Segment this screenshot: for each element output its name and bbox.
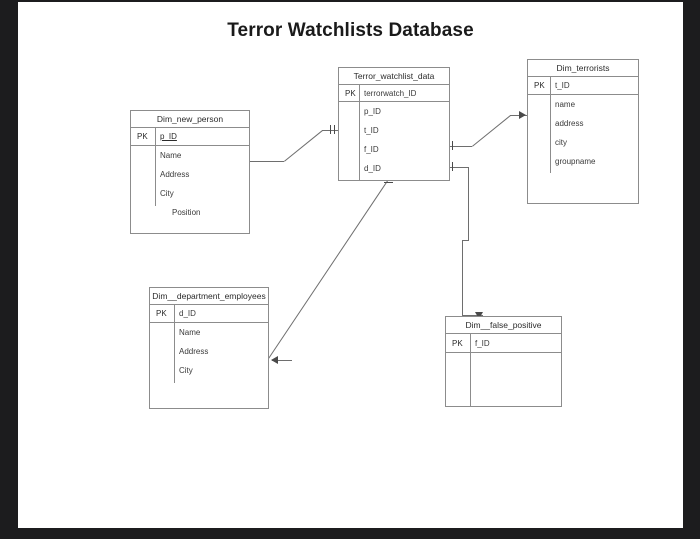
entity-title-dim-false-positive: Dim__false_positive	[446, 317, 561, 334]
table-row: PK terrorwatch_ID	[339, 85, 449, 102]
crowfoot-terrorists-side	[519, 111, 526, 119]
pk-column-divider	[174, 305, 175, 323]
pk-label: PK	[156, 309, 167, 318]
connector-watchlist-to-falsepositive-entry	[462, 315, 483, 316]
attribute-name: city	[555, 138, 567, 147]
connector-watchlist-to-falsepositive-drop1	[468, 167, 469, 240]
connector-watchlist-to-falsepositive-jog	[462, 240, 469, 241]
table-row: PK f_ID	[446, 334, 561, 353]
connector-person-to-watchlist-horizontal	[239, 161, 284, 162]
entity-dim-department-employees[interactable]: Dim__department_employees PK d_ID Name A…	[149, 287, 269, 409]
pk-column-divider	[550, 77, 551, 95]
connector-watchlist-to-falsepositive-exit	[448, 167, 469, 168]
table-row: Name	[131, 146, 249, 165]
attribute-column-divider	[470, 353, 471, 406]
table-row: city	[528, 133, 638, 152]
diagram-page: Terror Watchlists Database Terror_watchl…	[18, 2, 683, 528]
entity-title-dim-new-person: Dim_new_person	[131, 111, 249, 128]
attribute-name: terrorwatch_ID	[364, 88, 417, 98]
attribute-name: p_ID	[364, 107, 381, 116]
table-row: City	[131, 184, 249, 203]
entity-terror-watchlist-data[interactable]: Terror_watchlist_data PK terrorwatch_ID …	[338, 67, 450, 181]
connector-watchlist-to-terrorists-diagonal	[472, 115, 511, 147]
attribute-name: p_ID	[160, 132, 177, 141]
table-row: p_ID	[339, 102, 449, 121]
entity-title-dim-department-employees: Dim__department_employees	[150, 288, 268, 305]
attribute-name: groupname	[555, 157, 596, 166]
attribute-name: address	[555, 119, 584, 128]
table-row: PK p_ID	[131, 128, 249, 146]
page-title: Terror Watchlists Database	[227, 20, 474, 41]
entity-dim-new-person[interactable]: Dim_new_person PK p_ID Name Address City	[130, 110, 250, 234]
pk-label: PK	[345, 88, 356, 98]
table-row: t_ID	[339, 121, 449, 140]
attribute-column-divider	[359, 102, 360, 180]
pk-label: PK	[137, 132, 148, 141]
attribute-name: City	[179, 366, 193, 375]
entity-dim-terrorists[interactable]: Dim_terrorists PK t_ID name address city	[527, 59, 639, 204]
entity-title-dim-terrorists: Dim_terrorists	[528, 60, 638, 77]
pk-label: PK	[534, 81, 545, 90]
attribute-name: t_ID	[364, 126, 379, 135]
attribute-column-divider	[550, 95, 551, 173]
table-row: groupname	[528, 152, 638, 171]
attribute-name: Address	[179, 347, 209, 356]
attribute-name: name	[555, 100, 576, 109]
table-row: d_ID	[339, 159, 449, 178]
pk-column-divider	[359, 85, 360, 102]
entity-body-dim-department-employees: PK d_ID Name Address City	[150, 305, 268, 383]
attribute-column-divider	[174, 323, 175, 383]
connector-watchlist-to-department-entry	[272, 360, 292, 361]
table-row: Name	[150, 323, 268, 342]
table-row: PK t_ID	[528, 77, 638, 95]
table-row: address	[528, 114, 638, 133]
connector-watchlist-to-falsepositive-drop2	[462, 240, 463, 315]
attribute-name: f_ID	[364, 145, 379, 154]
attribute-name: Name	[160, 151, 182, 160]
entity-body-terror-watchlist-data: PK terrorwatch_ID p_ID t_ID f_ID d_ID	[339, 85, 449, 180]
table-row: Address	[131, 165, 249, 184]
attribute-name: Address	[160, 170, 190, 179]
entity-title-terror-watchlist-data: Terror_watchlist_data	[339, 68, 449, 85]
table-row: f_ID	[339, 140, 449, 159]
entity-body-dim-new-person: PK p_ID Name Address City Position	[131, 128, 249, 222]
attribute-name: d_ID	[364, 164, 381, 173]
table-row: name	[528, 95, 638, 114]
table-row: Address	[150, 342, 268, 361]
entity-body-dim-terrorists: PK t_ID name address city groupname	[528, 77, 638, 173]
entity-dim-false-positive[interactable]: Dim__false_positive PK f_ID	[445, 316, 562, 407]
entity-body-dim-false-positive: PK f_ID	[446, 334, 561, 410]
attribute-column-divider	[155, 146, 156, 206]
attribute-name: City	[160, 189, 174, 198]
table-row: PK d_ID	[150, 305, 268, 323]
connector-person-to-watchlist-entry	[322, 130, 340, 131]
table-row-empty	[446, 372, 561, 391]
attribute-name: Name	[179, 328, 201, 337]
connector-watchlist-to-terrorists-exit	[448, 146, 472, 147]
table-row: City	[150, 361, 268, 380]
crowfoot-falsepositive-side	[475, 312, 483, 319]
table-row-empty	[446, 353, 561, 372]
connector-person-to-watchlist-diagonal	[284, 130, 323, 162]
table-row: Position	[131, 203, 249, 222]
pk-column-divider	[470, 334, 471, 353]
attribute-name: t_ID	[555, 81, 570, 90]
attribute-name: f_ID	[475, 338, 490, 348]
pk-label: PK	[452, 338, 463, 348]
table-row-empty	[446, 391, 561, 410]
attribute-name: d_ID	[179, 309, 196, 318]
connector-watchlist-to-department-diagonal	[267, 180, 388, 360]
crowfoot-department-side	[271, 356, 278, 364]
one-mark-watchlist-left	[329, 125, 336, 134]
attribute-name: Position	[172, 208, 201, 217]
pk-column-divider	[155, 128, 156, 146]
